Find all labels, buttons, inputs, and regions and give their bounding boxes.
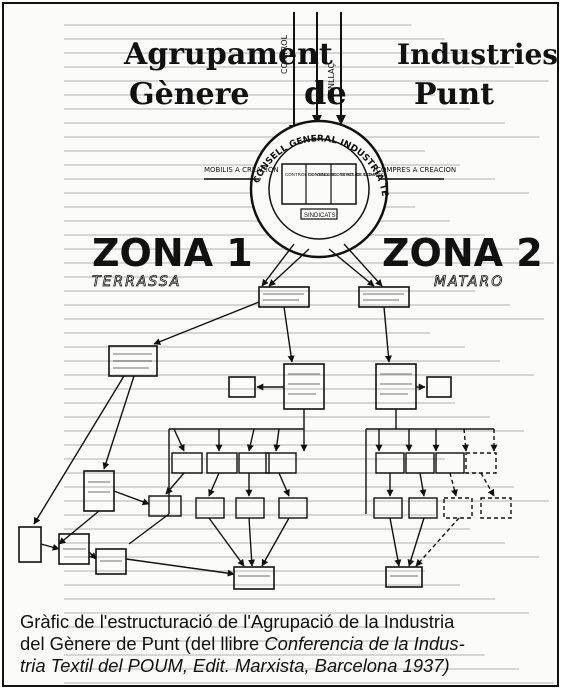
ghost-line [64,150,426,152]
zone1-council-box [258,286,310,308]
hub-cell-0: CONTROL DE VENDES [285,172,334,177]
organization-diagram: Agrupament Gènere de Industries Punt CON… [4,4,557,590]
ghost-line [64,94,436,96]
ghost-line [64,556,540,558]
caption-line-3: tria Textil del POUM, Edit. Marxista, Ba… [20,655,550,677]
ghost-line [64,668,520,670]
caption-line-2-text: del Gènere de Punt (del llibre [20,633,265,654]
hub-right-label: COMPRES A CREACION [376,166,456,174]
title-de: de [304,74,347,112]
ghost-line [64,584,460,586]
zone-1-city: TERRASSA [92,274,181,290]
ghost-line [64,486,515,488]
ghost-line [64,388,421,390]
title-punt: Punt [414,77,494,112]
ghost-line [64,360,500,362]
ghost-line [64,598,495,600]
zone-2-label: ZONA 2 [382,231,543,275]
hub-left-label: MOBILIS A CREACION [204,166,279,174]
ghost-line [64,24,411,26]
arrow-label-0: CONTROL [280,34,289,74]
caption-line-3-book: tria Textil del POUM, Edit. Marxista, Ba… [20,655,450,676]
zone-2-city: MATARO [434,274,504,290]
ghost-line [64,430,525,432]
ghost-line [64,220,451,222]
caption-line-1: Gràfic de l'estructuració de l'Agrupació… [20,611,455,632]
ghost-line [64,402,456,404]
ghost-line [64,122,505,124]
ghost-line [64,654,485,656]
zone-1-label: ZONA 1 [92,231,253,275]
title-industries: Industries [397,38,557,71]
ghost-line [64,682,555,684]
ghost-line [64,514,436,516]
ghost-line [64,332,431,334]
zone2-branch [365,306,512,588]
hub-cell-2: CONTROL DE COMPRES [333,172,386,177]
box-scribbles [63,293,418,577]
title-genere: Gènere [129,77,250,112]
ghost-line [64,66,515,68]
ghost-line [64,304,510,306]
ghost-line [64,444,411,446]
ghost-line [64,262,555,264]
ghost-line [64,416,490,418]
ghost-line [64,108,470,110]
ghost-line [64,458,446,460]
ghost-line [64,276,441,278]
ghost-line [64,374,535,376]
ghost-line [64,80,550,82]
ghost-line [64,38,446,40]
ghost-line [64,346,465,348]
ghost-line [64,626,416,628]
ghost-line [64,640,451,642]
title-agrupament: Agrupament [123,37,333,72]
caption-line-2-book: Conferencia de la Indus- [264,633,465,654]
caption-line-2: del Gènere de Punt (del llibre Conferenc… [20,633,550,655]
ghost-line [64,612,530,614]
ghost-line [64,52,480,54]
ghost-line [64,206,416,208]
ghost-line [64,528,470,530]
ghost-line [64,290,475,292]
hub-footer: SINDICATS [304,213,336,219]
arrow-label-2: ENLLAÇ [327,63,336,94]
ghost-line [64,570,426,572]
zone1-branch [18,301,325,590]
ghost-line [64,542,505,544]
figure-caption: Gràfic de l'estructuració de l'Agrupació… [20,611,550,677]
zone2-council-box [358,286,410,308]
hub-cell-1: CONSELL DEL TEIXIT DE SEDA [308,172,375,177]
ghost-line [64,318,545,320]
